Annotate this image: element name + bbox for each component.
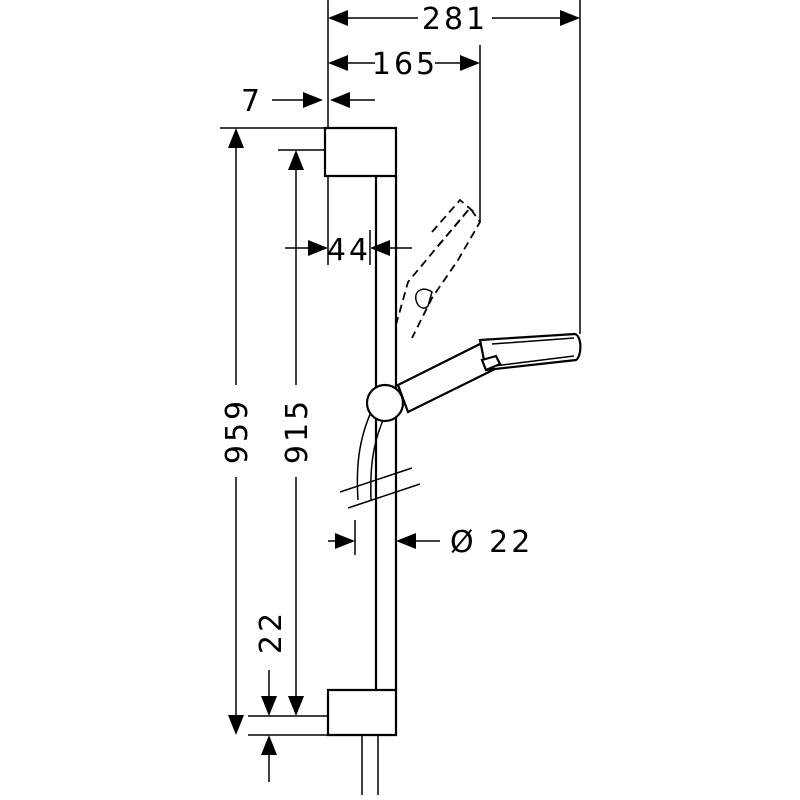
dimension-281: 281 — [328, 2, 580, 37]
handshower-button — [480, 354, 502, 372]
handshower-tilted-position — [395, 206, 482, 339]
dimension-diameter-22: Ø 22 — [328, 525, 533, 560]
break-symbol-lower — [347, 483, 421, 509]
hose-curve — [356, 409, 385, 501]
dimension-22-vertical: 22 — [254, 610, 289, 782]
handshower-head-detail — [491, 337, 575, 367]
shower-hose — [361, 735, 379, 795]
dimension-959-label: 959 — [220, 398, 255, 464]
dimension-915: 915 — [280, 150, 315, 716]
dimension-165: 165 — [328, 47, 480, 82]
dimension-44-label: 44 — [327, 233, 371, 268]
dimension-915-label: 915 — [280, 398, 315, 464]
bottom-wall-bracket — [326, 688, 398, 737]
dimension-959: 959 — [220, 128, 255, 735]
dimension-7-label: 7 — [241, 84, 263, 119]
dimension-281-label: 281 — [422, 2, 488, 37]
handshower-tilted-head — [431, 198, 475, 247]
dimension-diameter-22-label: Ø 22 — [450, 525, 533, 560]
handshower-tilted-clip — [415, 288, 433, 309]
dimension-22-vertical-label: 22 — [254, 610, 289, 654]
rail-bar — [374, 176, 398, 690]
top-wall-bracket — [323, 126, 398, 178]
dimension-165-label: 165 — [372, 47, 438, 82]
break-symbol-upper — [339, 467, 413, 493]
slider-knob — [365, 383, 405, 423]
dimension-7: 7 — [241, 84, 375, 119]
shower-rail-assembly — [323, 126, 582, 795]
dimension-44: 44 — [285, 233, 412, 268]
extension-lines — [220, 0, 581, 736]
